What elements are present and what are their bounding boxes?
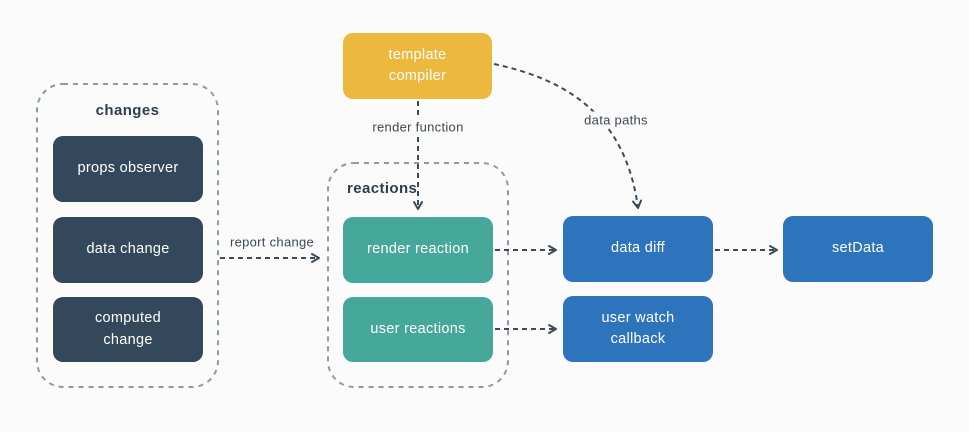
group-changes-border xyxy=(36,83,219,388)
node-template-compiler: template compiler xyxy=(343,33,492,99)
group-reactions-label: reactions xyxy=(347,180,418,197)
edge-label-report-change: report change xyxy=(224,233,320,251)
group-reactions-border xyxy=(327,162,509,388)
edge-template-to-data-diff xyxy=(493,63,643,209)
node-data-change: data change xyxy=(53,217,203,283)
node-computed-change: computed change xyxy=(53,297,203,362)
node-user-reactions: user reactions xyxy=(343,297,493,362)
node-user-watch-callback: user watch callback xyxy=(563,296,713,362)
node-setdata: setData xyxy=(783,216,933,282)
node-render-reaction: render reaction xyxy=(343,217,493,283)
node-props-observer: props observer xyxy=(53,136,203,202)
node-data-diff: data diff xyxy=(563,216,713,282)
group-changes-label: changes xyxy=(95,102,160,119)
edge-label-render-function: render function xyxy=(367,118,469,136)
edge-label-data-paths: data paths xyxy=(579,111,653,129)
